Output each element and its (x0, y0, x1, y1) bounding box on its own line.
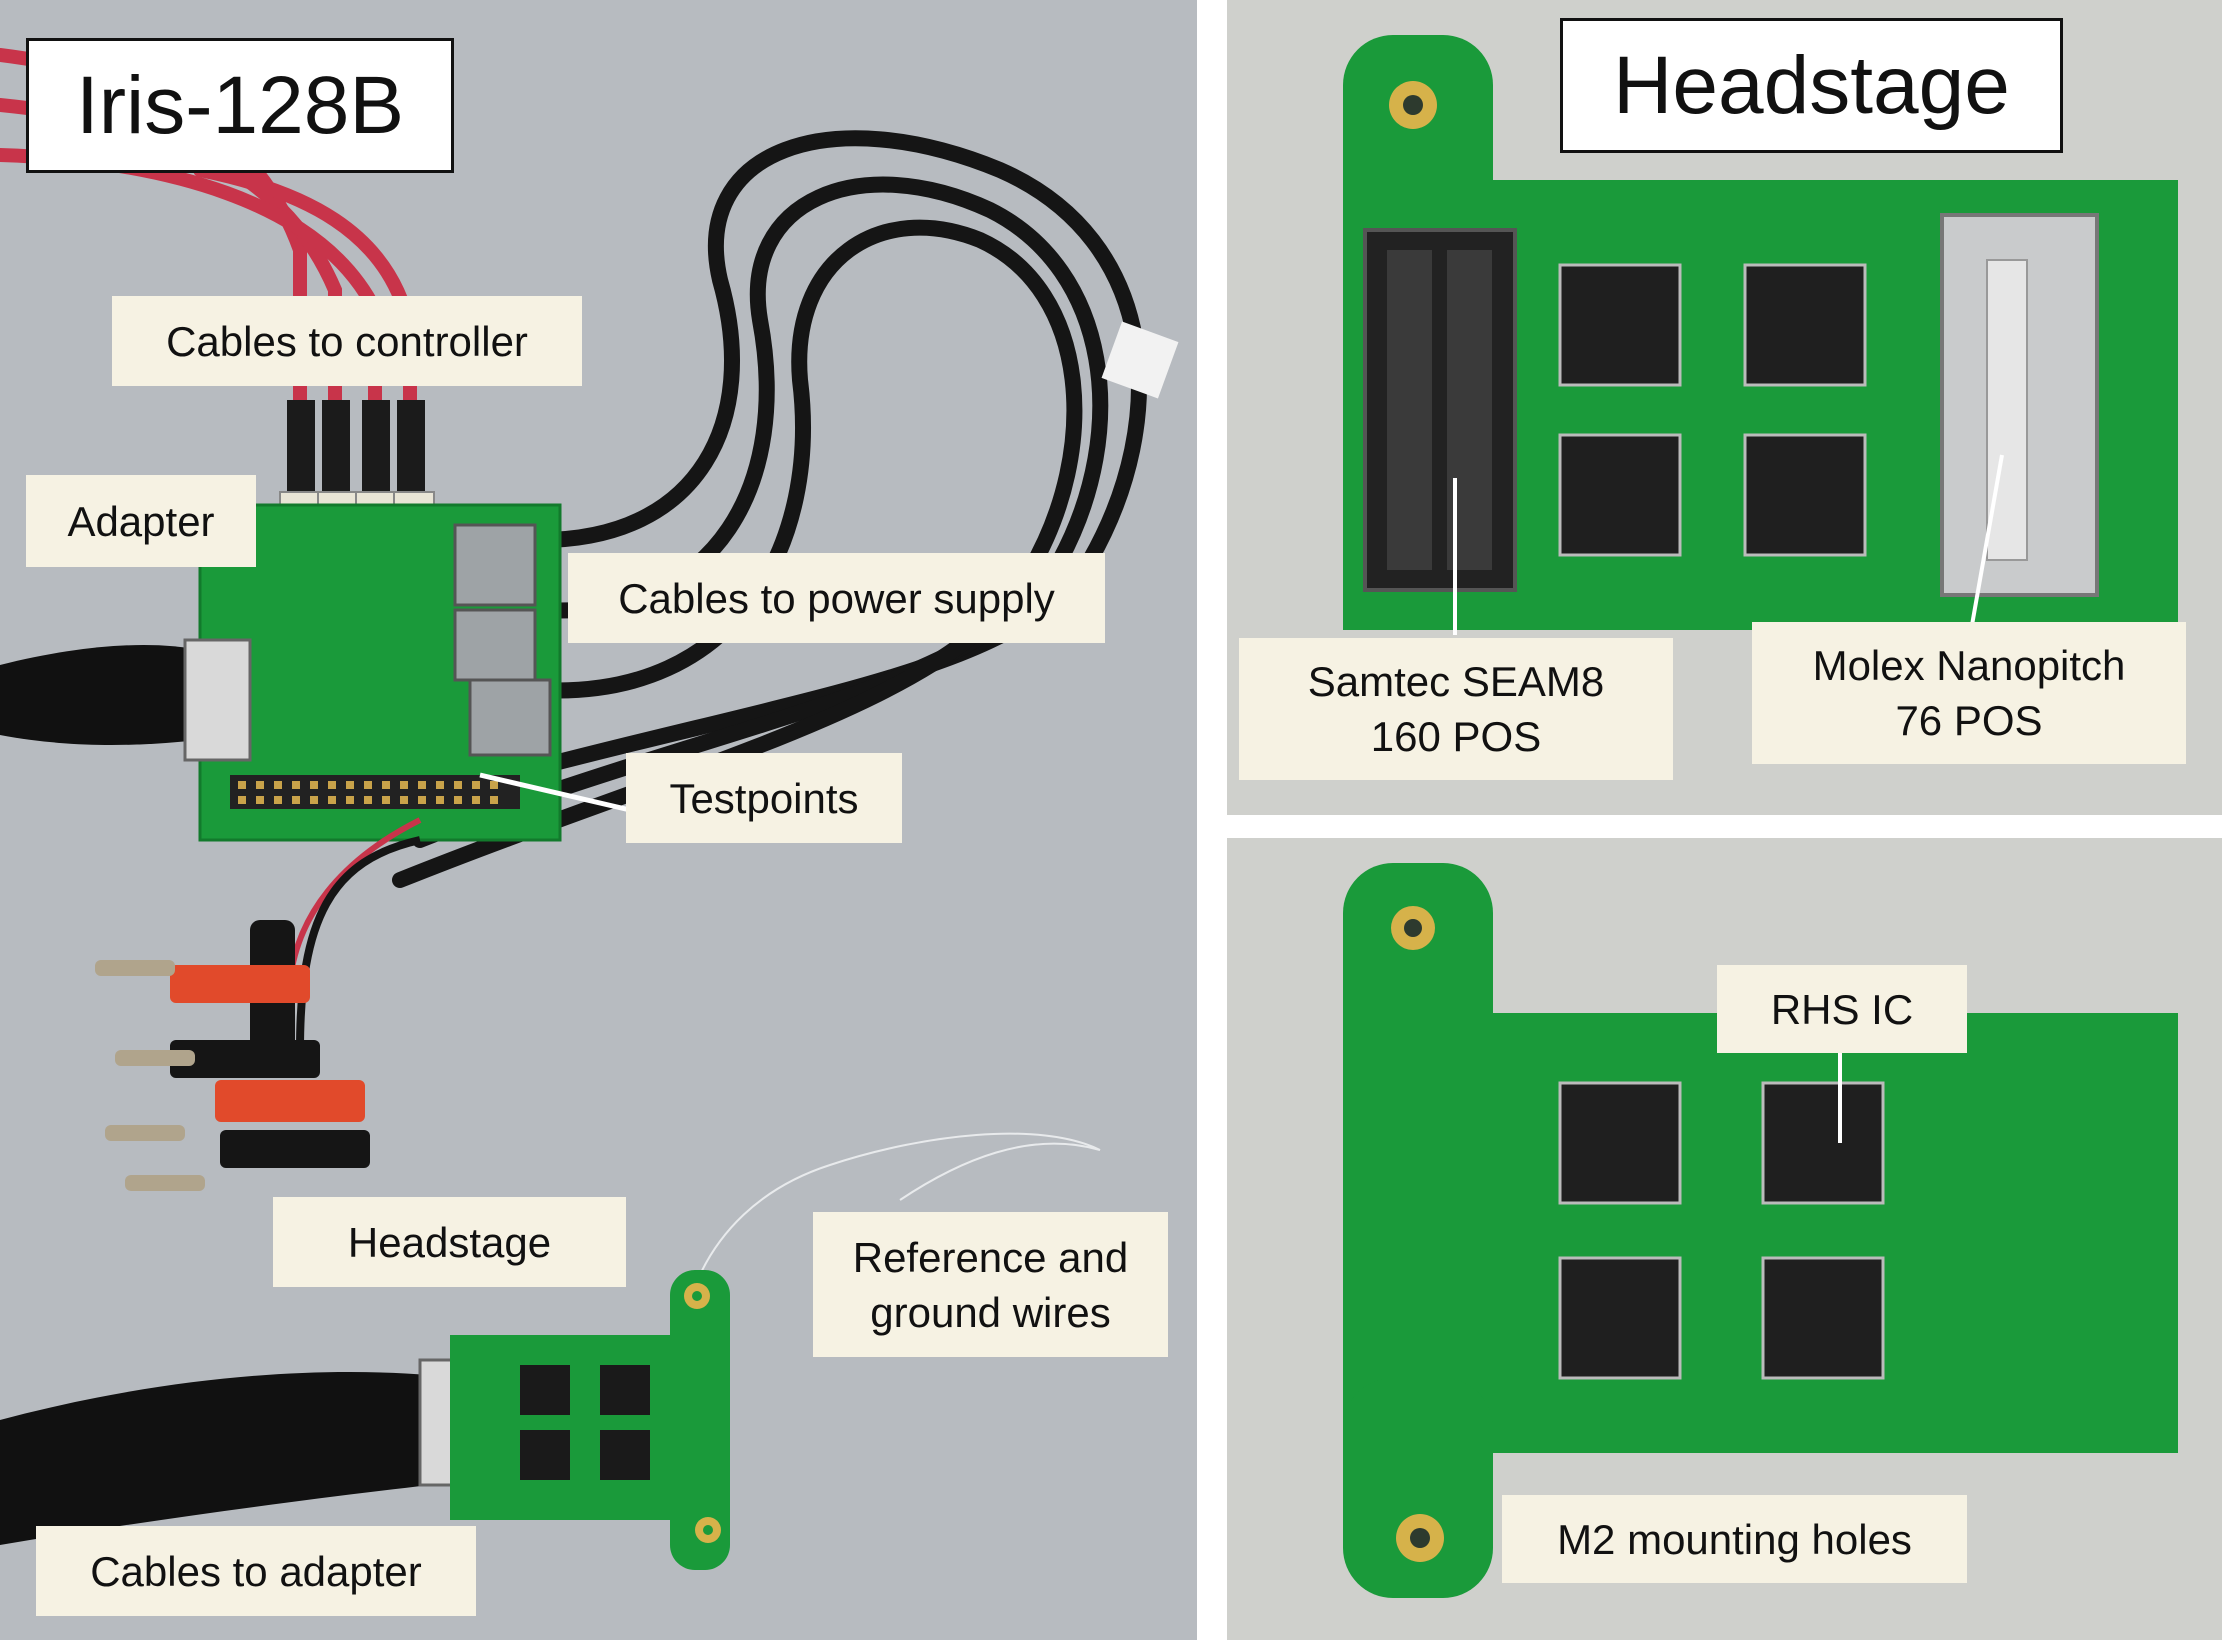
rhs-chips-bottom (1558, 1081, 1885, 1380)
molex-connector (1940, 213, 2099, 597)
samtec-line2: 160 POS (1370, 713, 1542, 760)
headstage-board (450, 1270, 730, 1570)
samtec-label: Samtec SEAM8 160 POS (1239, 638, 1673, 780)
headstage-bottom-panel: RHS IC M2 mounting holes (1227, 838, 2222, 1640)
cable-tag (1101, 321, 1179, 399)
molex-label: Molex Nanopitch 76 POS (1752, 622, 2186, 764)
rhs-ic-label: RHS IC (1717, 965, 1967, 1053)
headstage-label: Headstage (273, 1197, 626, 1287)
rhs-chips-top (1558, 263, 1867, 557)
reference-ground-line2: ground wires (870, 1288, 1111, 1336)
adapter-label: Adapter (26, 475, 256, 567)
headstage-bottom-photo (1343, 863, 2178, 1598)
headstage-title: Headstage (1560, 18, 2063, 153)
system-photo-panel: Iris-128B Cables to controller Adapter C… (0, 0, 1197, 1640)
m2-holes-label: M2 mounting holes (1502, 1495, 1967, 1583)
reference-ground-label: Reference and ground wires (813, 1212, 1168, 1357)
system-photo (0, 48, 1179, 1570)
adapter-board (198, 503, 562, 842)
banana-plugs (95, 817, 422, 1191)
molex-callout-line (1970, 454, 2004, 626)
samtec-line1: Samtec SEAM8 (1307, 658, 1605, 705)
samtec-connector (1363, 228, 1517, 592)
testpoints-callout-line (479, 772, 631, 813)
headstage-pcb-bottom (1343, 863, 2178, 1598)
cables-to-power-label: Cables to power supply (568, 553, 1105, 643)
cables-to-adapter-label: Cables to adapter (36, 1526, 476, 1616)
cables-to-controller-label: Cables to controller (112, 296, 582, 386)
black-cables (392, 130, 1147, 888)
testpoints-label: Testpoints (626, 753, 902, 843)
wrapped-cable-upper (0, 645, 200, 745)
iris-title: Iris-128B (26, 38, 454, 173)
headstage-top-photo (1343, 35, 2178, 635)
headstage-top-panel: Headstage Samtec SEAM8 160 POS Molex Nan… (1227, 0, 2222, 815)
molex-line1: Molex Nanopitch (1812, 642, 2126, 689)
nanopitch-plug-upper (183, 638, 252, 762)
wrapped-cable-lower (0, 1372, 430, 1545)
reference-ground-line1: Reference and (852, 1233, 1129, 1281)
molex-line2: 76 POS (1895, 697, 2043, 744)
